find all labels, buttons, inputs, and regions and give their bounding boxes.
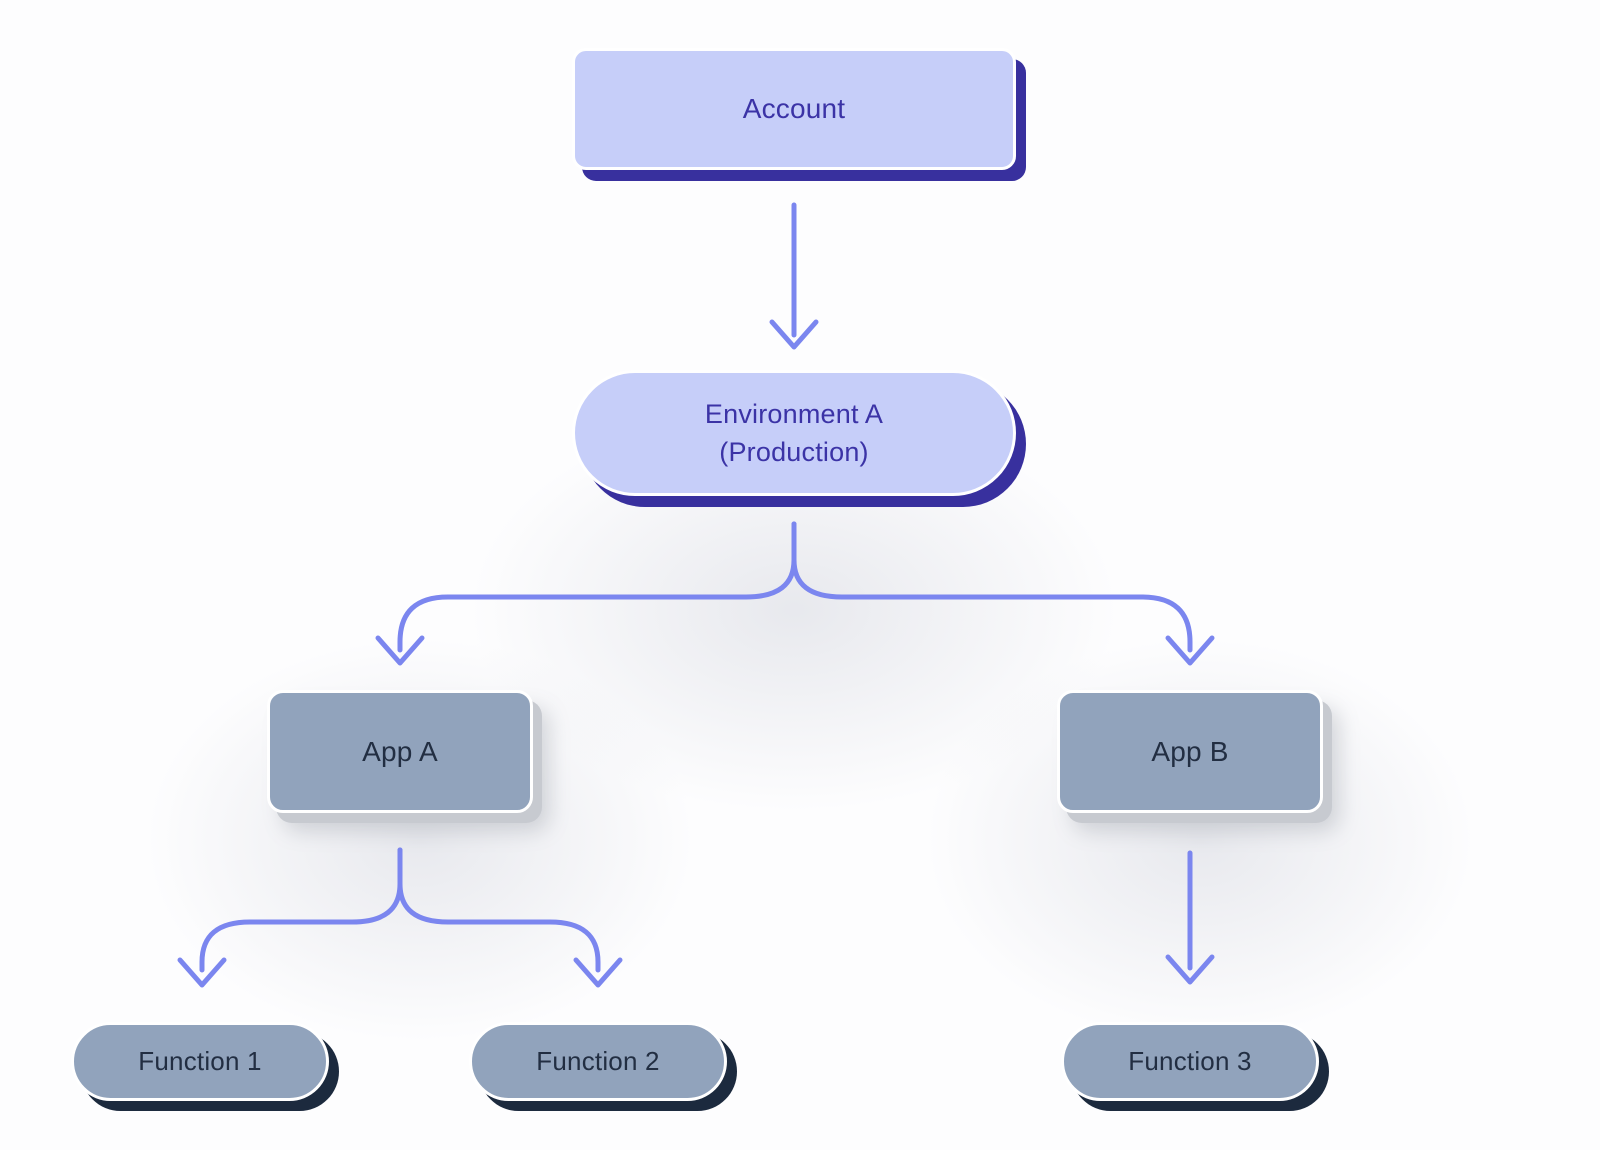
node-function-1-label: Function 1 (138, 1046, 262, 1076)
edge-line (397, 847, 601, 973)
node-function-2-label: Function 2 (536, 1046, 660, 1076)
edge-line (397, 521, 797, 653)
node-account: Account (572, 48, 1016, 170)
arrowhead-icon (1165, 635, 1215, 666)
node-function-1: Function 1 (71, 1022, 329, 1101)
node-app-a: App A (267, 690, 533, 813)
edge-app-a-function-1 (177, 847, 403, 988)
edge-environment-app-b (791, 521, 1215, 666)
edge-line (791, 521, 1193, 653)
node-app-b-label: App B (1151, 735, 1229, 767)
arrowhead-icon (573, 957, 623, 988)
arrowhead-icon (1165, 954, 1215, 985)
node-environment-a-label-line2: (Production) (719, 437, 869, 467)
edge-line (199, 847, 403, 973)
node-account-label: Account (742, 93, 846, 124)
edge-app-b-function-3 (1165, 850, 1215, 985)
arrowhead-icon (769, 319, 819, 350)
node-function-2: Function 2 (469, 1022, 727, 1101)
node-environment-a: Environment A (Production) (572, 370, 1016, 496)
node-app-b: App B (1057, 690, 1323, 813)
node-function-3-label: Function 3 (1128, 1046, 1252, 1076)
node-function-3: Function 3 (1061, 1022, 1319, 1101)
arrowhead-icon (375, 635, 425, 666)
node-app-a-label: App A (362, 735, 438, 767)
edge-account-environment (769, 202, 819, 350)
arrowhead-icon (177, 957, 227, 988)
edge-environment-app-a (375, 521, 797, 666)
edge-app-a-function-2 (397, 847, 623, 988)
node-environment-a-label-line1: Environment A (704, 399, 884, 429)
